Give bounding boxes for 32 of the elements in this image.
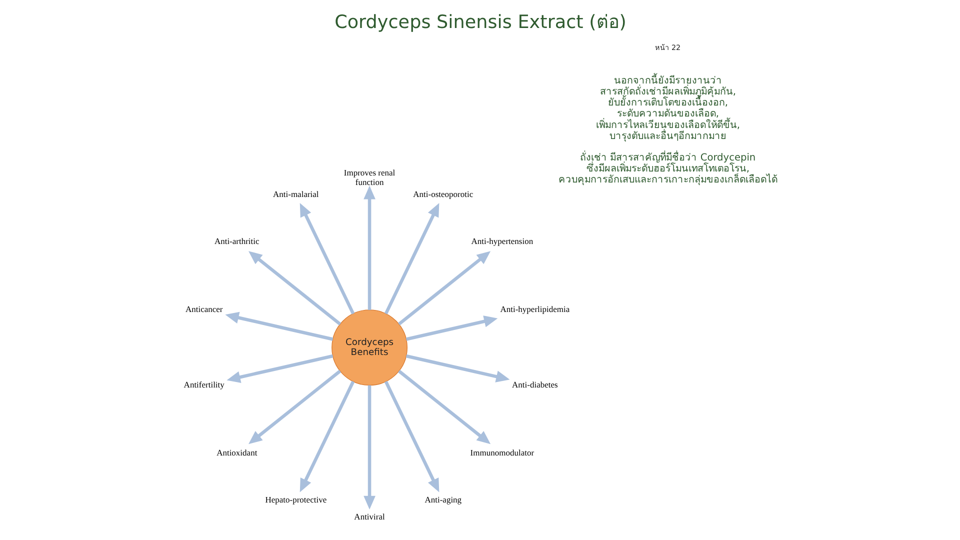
arrow: [384, 202, 439, 314]
node-text: Anti-arthritic: [214, 236, 259, 246]
label: นอกจากนี้ยังมีรายงานว่า สารสกัดถั่งเช่ามีผลเพิ่มภูมิคุ้มกัน, ยับยั้งการเติบโตของเนื้องอก, ระดับความดันของเลือด, เพิ่มการไหลเวียนของเลือดให้ดีขึ้น, บารุงตับและอื่นๆอีกมากมาย: [595, 75, 740, 142]
node-text: Anticancer: [184, 304, 222, 314]
arrow: [397, 251, 490, 326]
arrow: [224, 312, 333, 341]
arrow: [299, 202, 354, 314]
node-text: Anti-osteoporotic: [412, 188, 473, 199]
node-text: Antiviral: [354, 511, 384, 522]
node-text: Antioxidant: [216, 448, 257, 458]
arrow: [299, 380, 354, 492]
node-text: Immunomodulator: [470, 448, 534, 458]
arrow: [363, 385, 375, 510]
node-circle: Cordyceps Benefits: [331, 310, 407, 386]
label: ถั่งเช่า มีสารสาคัญที่มีชื่อว่า Cordycepin ซึ่งมีผลเพิ่มระดับฮอร์โมนเทสโทเตอโรน, ควบคุมการอักเสบและการเกาะกลุ่มของเกล็ดเลือดได้: [558, 152, 777, 186]
arrow: [363, 186, 375, 310]
arrow: [405, 354, 510, 382]
node-text: Anti-hypertension: [470, 236, 533, 246]
arrow: [397, 370, 490, 444]
arrow: [226, 354, 333, 383]
node-text: Anti-diabetes: [512, 380, 558, 390]
arrow: [405, 316, 498, 341]
node-text: Antifertility: [183, 380, 224, 390]
diagram-title: Cordyceps Sinensis Extract (ต่อ): [334, 12, 626, 34]
node-text: Anti-aging: [424, 494, 462, 505]
arrow: [248, 251, 341, 326]
node-text: Anti-hyperlipidemia: [500, 304, 570, 314]
node-text: Improves renal function: [343, 168, 395, 187]
node-text: Anti-malarial: [272, 188, 318, 199]
arrow: [248, 370, 341, 444]
node-text: Hepato-protective: [264, 494, 326, 505]
arrow: [384, 380, 439, 492]
